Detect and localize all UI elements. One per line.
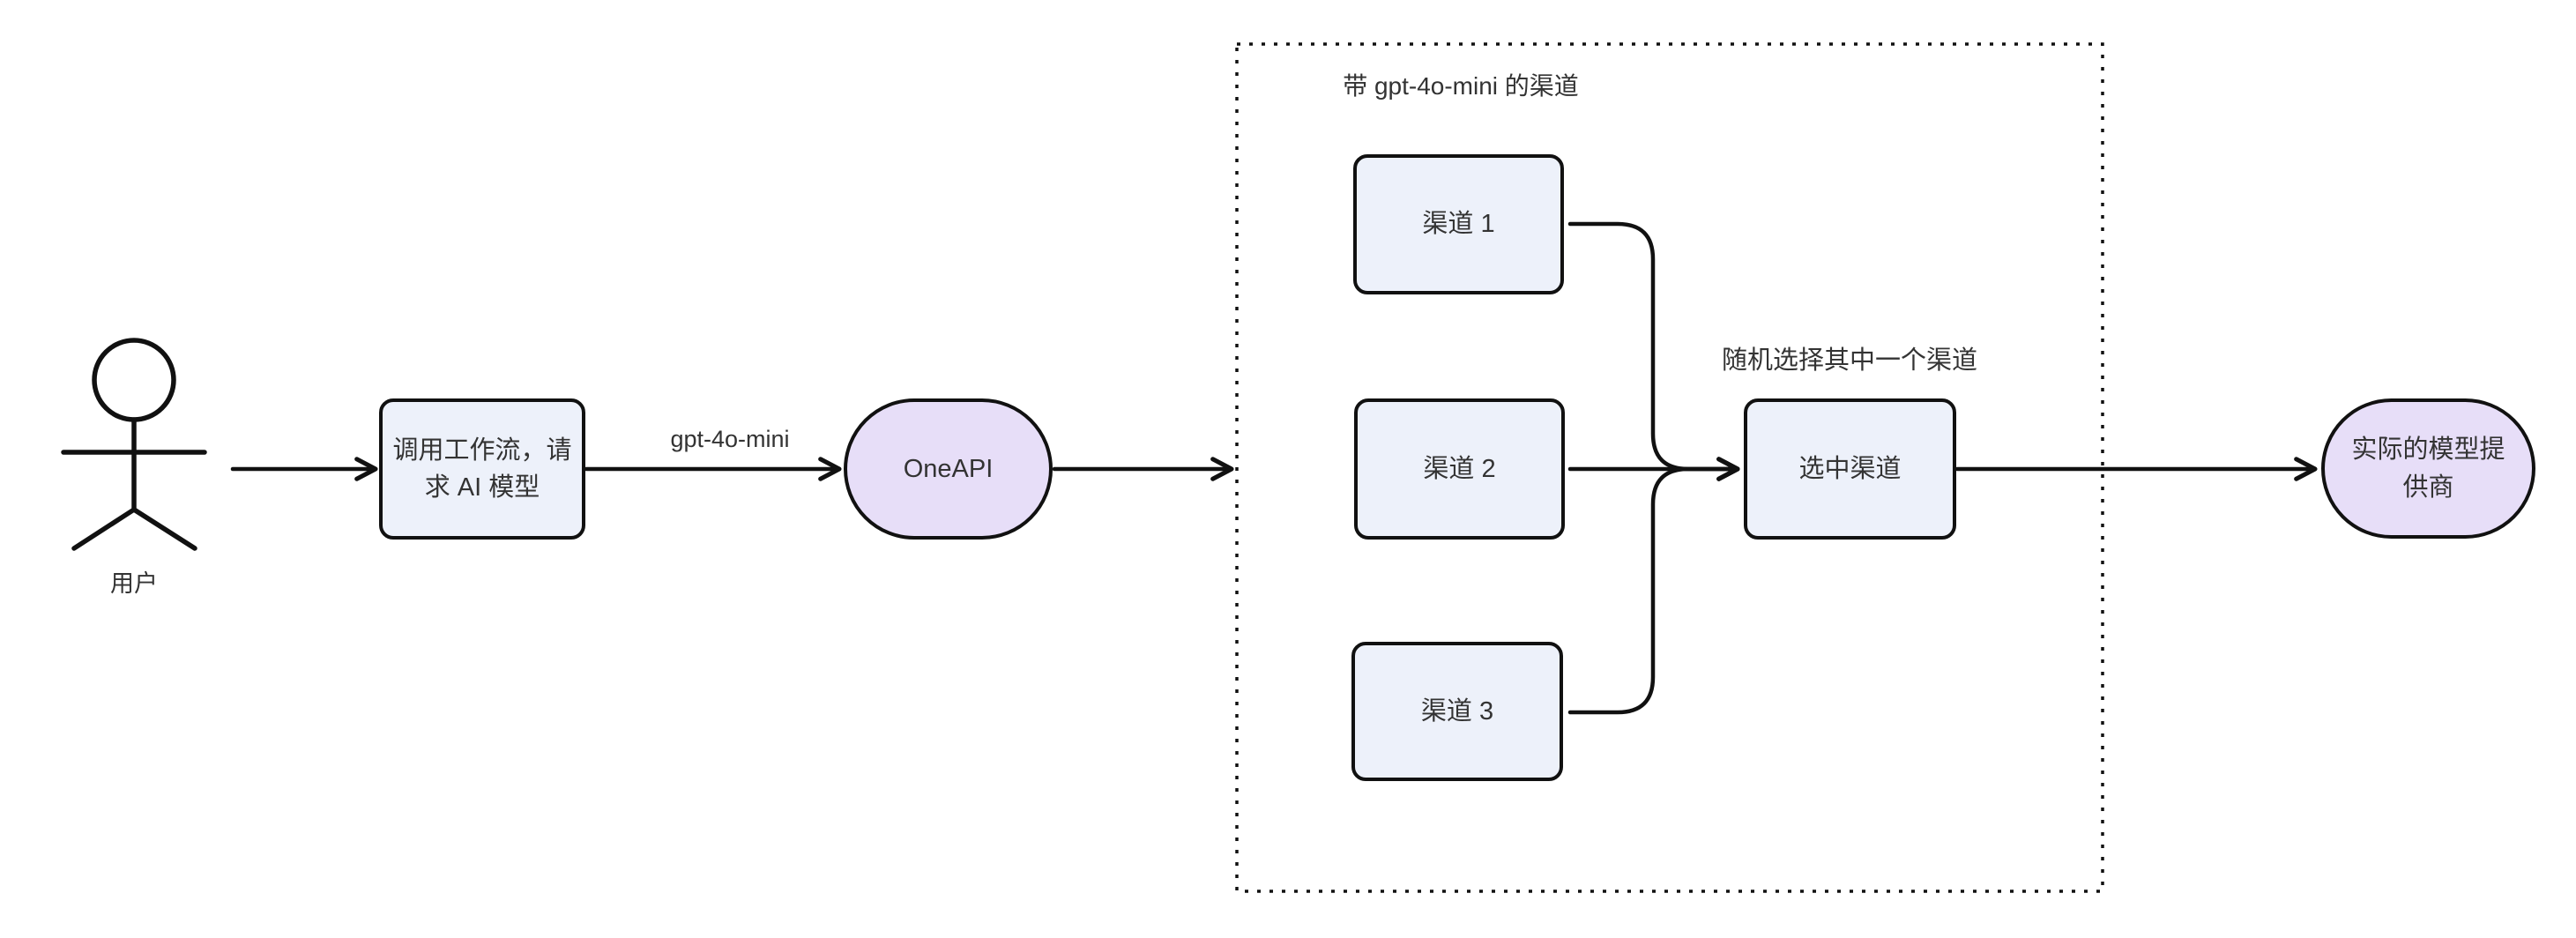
node-channel-2: 渠道 2	[1354, 398, 1565, 540]
subgraph-title: 带 gpt-4o-mini 的渠道	[1343, 72, 1579, 100]
actor-label: 用户	[110, 570, 158, 597]
node-provider-line1: 实际的模型提	[2351, 436, 2505, 465]
node-channel-1: 渠道 1	[1353, 154, 1564, 294]
node-oneapi: OneAPI	[844, 398, 1053, 540]
edge-channel1-to-selected	[1567, 221, 1740, 481]
node-channel-3-label: 渠道 3	[1420, 696, 1494, 726]
edge-channel3-to-selected	[1567, 457, 1740, 715]
edge-label-random-pick: 随机选择其中一个渠道	[1721, 346, 1977, 375]
node-channel-2-label: 渠道 2	[1423, 454, 1496, 483]
node-workflow-line2: 求 AI 模型	[424, 473, 540, 502]
user-actor-icon	[61, 338, 207, 551]
node-oneapi-label: OneAPI	[903, 454, 994, 483]
edge-label-model: gpt-4o-mini	[670, 426, 790, 452]
node-selected-channel: 选中渠道	[1744, 398, 1956, 540]
node-provider: 实际的模型提 供商	[2321, 398, 2535, 539]
node-provider-line2: 供商	[2402, 473, 2454, 502]
node-workflow: 调用工作流，请 求 AI 模型	[379, 398, 585, 540]
subgraph-border	[1235, 42, 2104, 893]
node-workflow-line1: 调用工作流，请	[392, 436, 572, 465]
node-selected-channel-label: 选中渠道	[1798, 454, 1902, 483]
node-channel-3: 渠道 3	[1351, 642, 1563, 781]
node-channel-1-label: 渠道 1	[1422, 210, 1495, 239]
